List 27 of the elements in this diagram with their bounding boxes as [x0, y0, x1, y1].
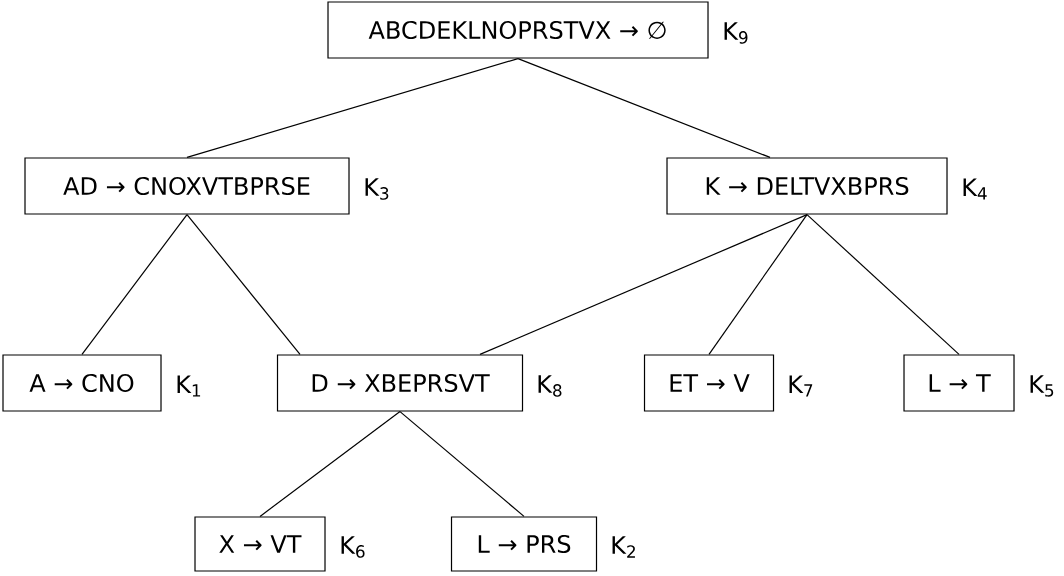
tree-box: ET → V	[643, 354, 775, 412]
tree-box: X → VT	[194, 516, 326, 572]
node-caption: K$_{3}$	[365, 178, 389, 200]
connector-line	[479, 214, 808, 355]
tree-box: AD → CNOXVTBPRSE	[24, 157, 350, 215]
tree-box: L → T	[903, 354, 1015, 412]
connector-line	[399, 411, 525, 517]
node-caption: K$_{9}$	[724, 22, 748, 44]
connector-line	[708, 214, 808, 355]
node-caption: K$_{4}$	[963, 178, 987, 200]
node-caption: K$_{1}$	[177, 375, 201, 397]
node-caption: K$_{7}$	[789, 375, 813, 397]
connector-line	[186, 58, 519, 158]
connector-line	[806, 214, 960, 355]
connector-line	[186, 214, 301, 355]
connector-line	[517, 58, 771, 158]
node-caption: K$_{5}$	[1030, 375, 1054, 397]
node-caption: K$_{2}$	[612, 536, 635, 558]
node-caption: K$_{8}$	[538, 375, 562, 397]
tree-box: A → CNO	[2, 354, 162, 412]
connector-line	[81, 214, 188, 355]
node-caption: K$_{6}$	[341, 536, 365, 558]
tree-box: L → PRS	[450, 516, 598, 572]
tree-box: D → XBEPRSVT	[276, 354, 524, 412]
tree-box: K → DELTVXBPRS	[666, 157, 948, 215]
tree-box: ABCDEKLNOPRSTVX → ∅	[327, 1, 709, 59]
connector-line	[259, 411, 401, 517]
